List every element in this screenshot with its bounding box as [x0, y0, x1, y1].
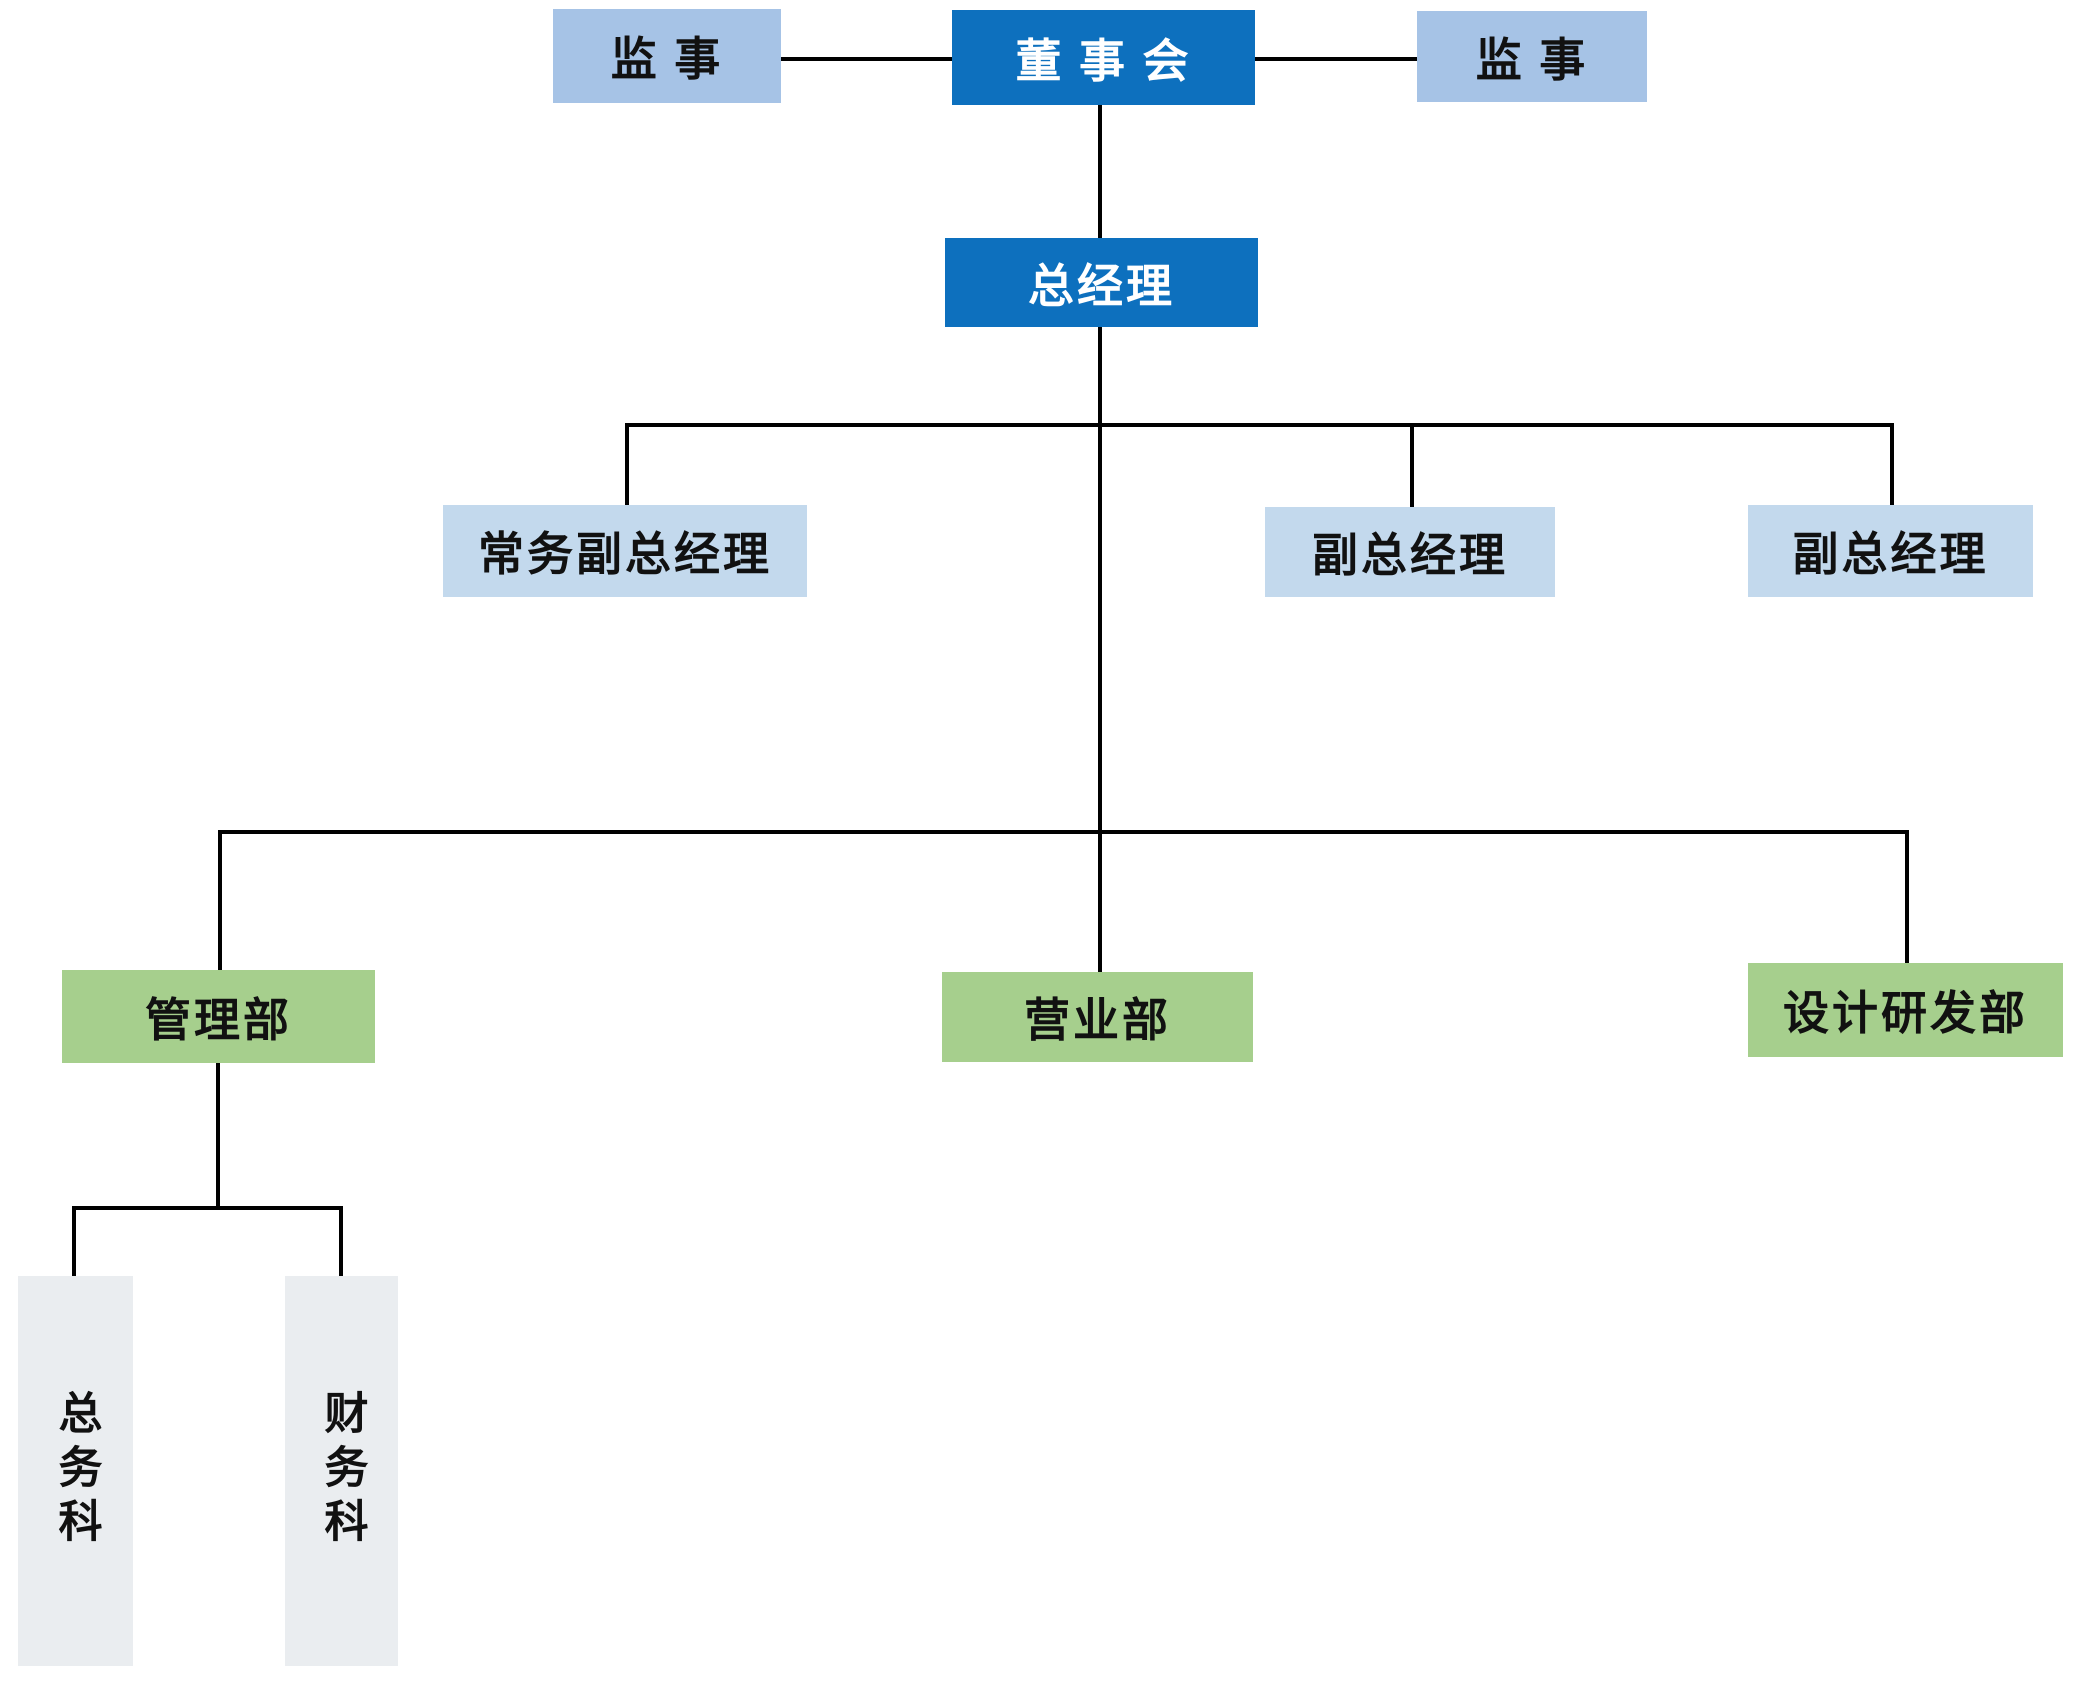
- connector-drop-design-rd-dept: [1905, 830, 1909, 965]
- node-finance-section: 财务科: [285, 1276, 398, 1666]
- node-supervisor-right: 监 事: [1417, 11, 1647, 102]
- node-deputy-general-manager-1: 副总经理: [1265, 507, 1555, 597]
- connector-management-dept-trunk: [216, 1063, 220, 1208]
- connector-board-supervisor-right: [1255, 57, 1417, 61]
- node-management-dept: 管理部: [62, 970, 375, 1063]
- node-sales-dept: 营业部: [942, 972, 1253, 1062]
- connector-rail-section-level: [72, 1206, 343, 1210]
- connector-drop-deputy-gm-2: [1890, 423, 1894, 507]
- connector-drop-deputy-gm-1: [1410, 423, 1414, 509]
- connector-drop-general-affairs: [72, 1206, 76, 1280]
- node-general-affairs-section: 总务科: [18, 1276, 133, 1666]
- connector-rail-deputy-level: [625, 423, 1894, 427]
- node-exec-deputy-general-manager: 常务副总经理: [443, 505, 807, 597]
- connector-rail-department-level: [218, 830, 1909, 834]
- connector-drop-management-dept: [218, 830, 222, 970]
- connector-drop-exec-deputy-gm: [625, 423, 629, 507]
- node-board-of-directors: 董 事 会: [952, 10, 1255, 105]
- connector-board-general-manager: [1098, 105, 1102, 238]
- node-deputy-general-manager-2: 副总经理: [1748, 505, 2033, 597]
- node-general-manager: 总经理: [945, 238, 1258, 327]
- connector-supervisor-left-board: [781, 57, 952, 61]
- connector-general-manager-trunk: [1098, 327, 1102, 972]
- connector-drop-finance: [339, 1206, 343, 1280]
- node-supervisor-left: 监 事: [553, 9, 781, 103]
- node-design-rd-dept: 设计研发部: [1748, 963, 2063, 1057]
